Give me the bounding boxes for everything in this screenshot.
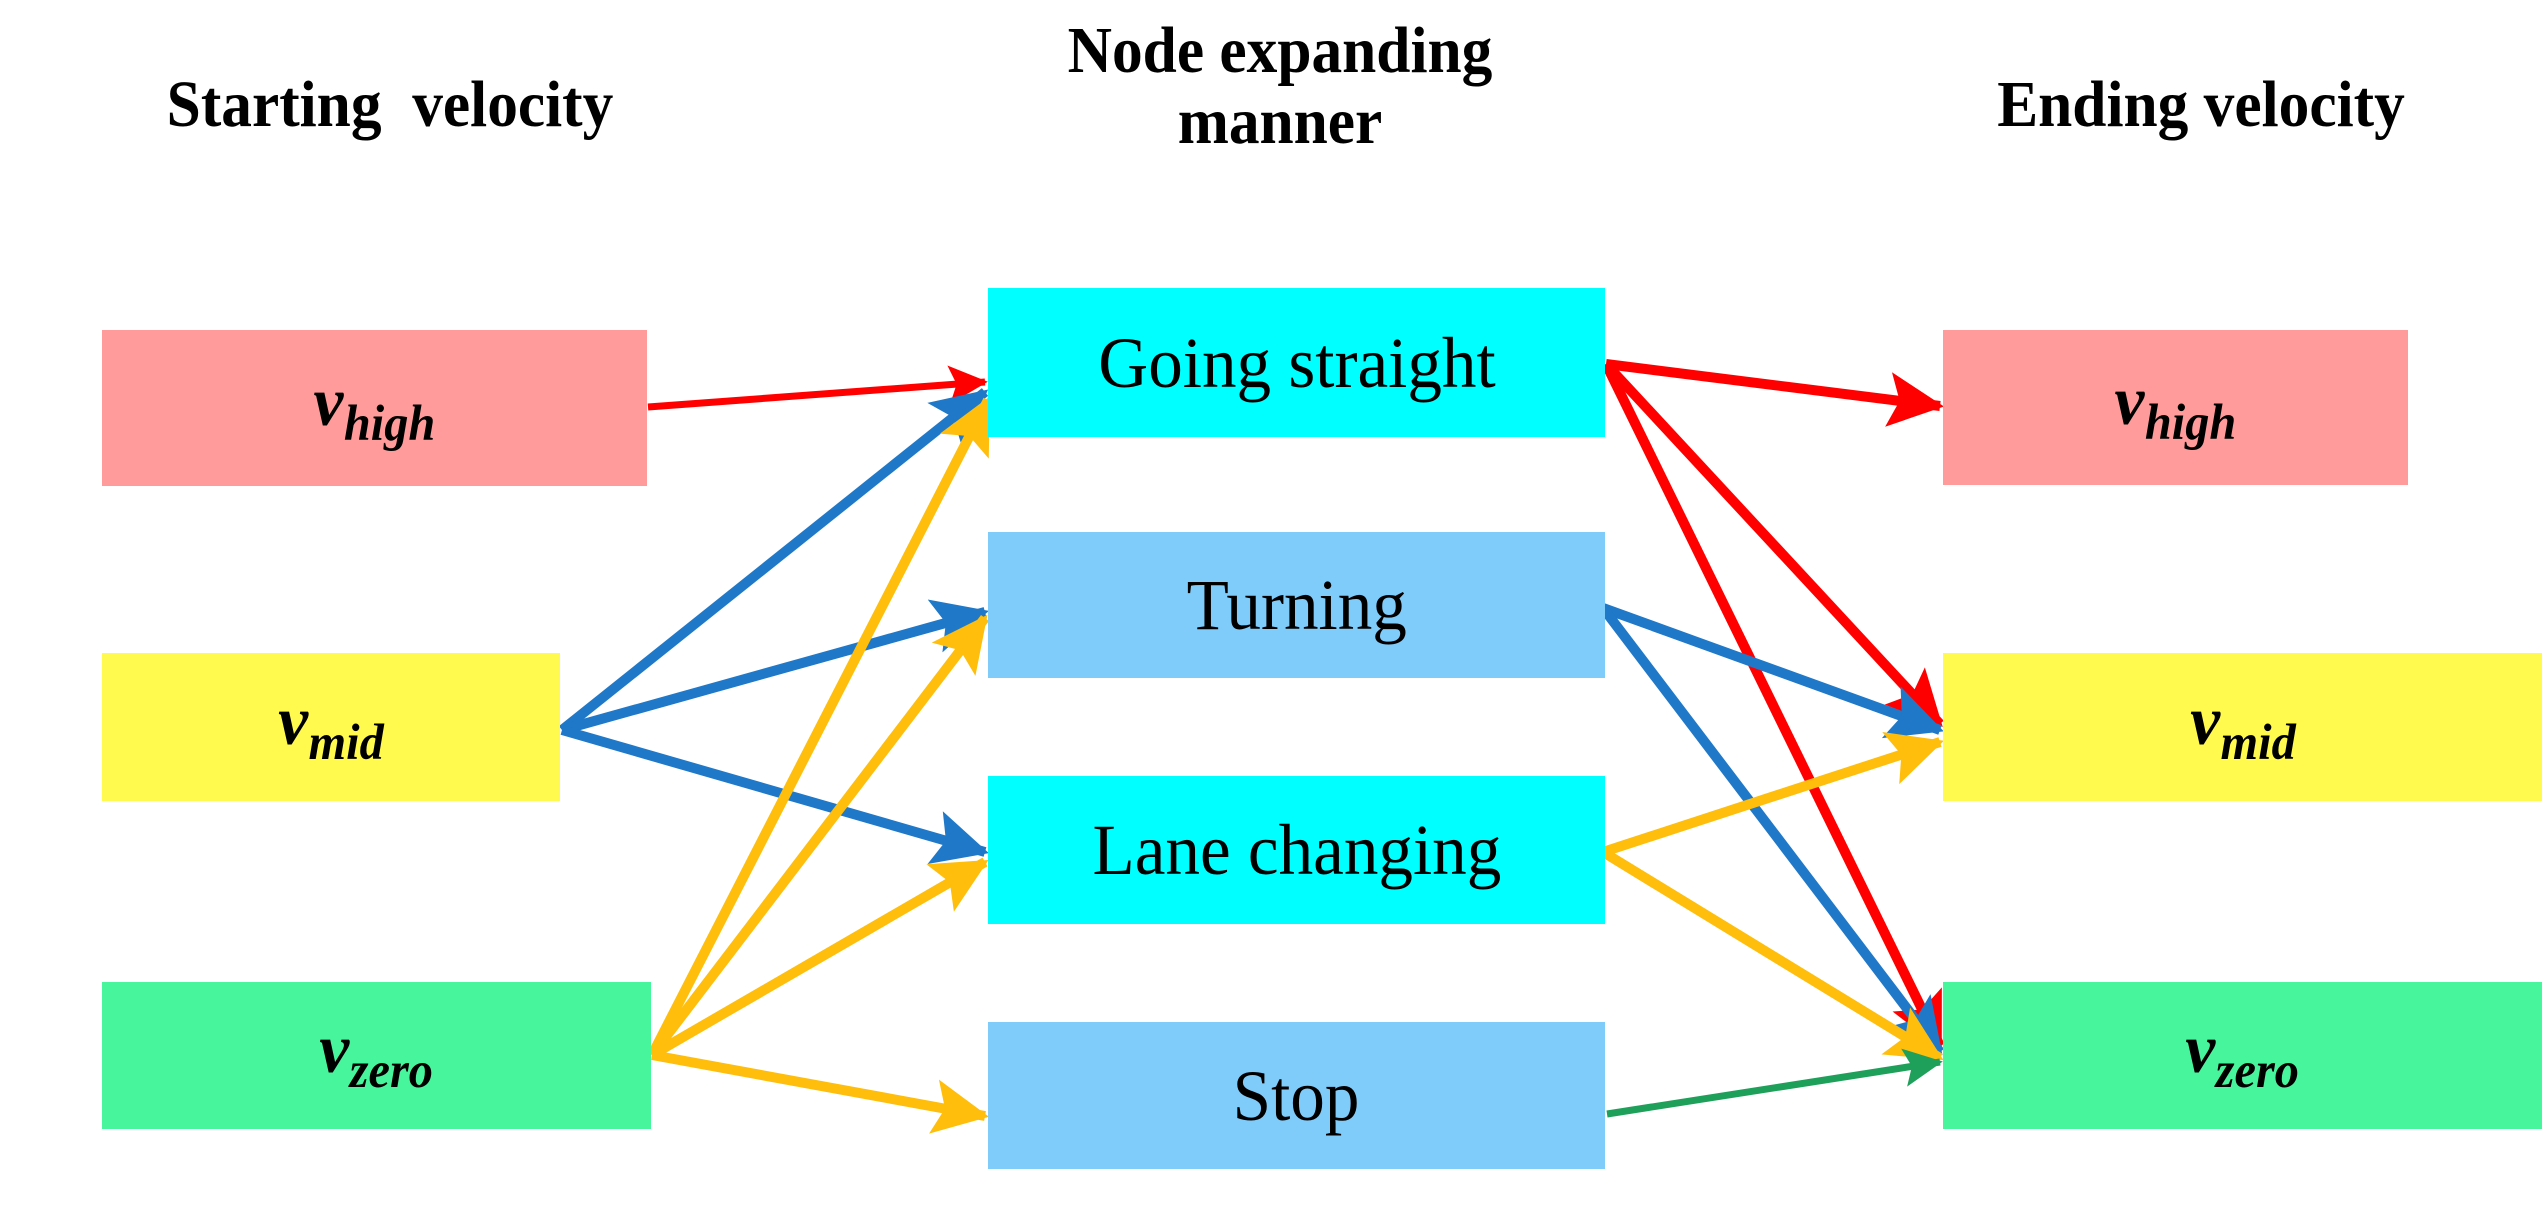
edge-vzero-to-going-straight xyxy=(647,396,993,1058)
edge-going-straight-to-vzero xyxy=(1601,361,1945,1050)
start-node-v-mid-label: vmid xyxy=(278,682,384,770)
end-node-v-mid[interactable]: vmid xyxy=(1943,653,2542,801)
edge-turning-to-vmid xyxy=(1601,603,1944,739)
edge-vzero-to-turning xyxy=(648,614,989,1059)
start-node-v-high[interactable]: vhigh xyxy=(102,330,647,486)
start-node-v-zero-label: vzero xyxy=(319,1011,434,1099)
end-node-v-mid-label: vmid xyxy=(2189,682,2296,770)
manner-node-turning-label: Turning xyxy=(1186,565,1407,645)
edge-stop-to-vzero xyxy=(1606,1048,1943,1118)
edge-turning-to-vzero xyxy=(1599,604,1944,1056)
edge-going-straight-to-vhigh xyxy=(1605,359,1945,427)
edge-vhigh-to-going-straight xyxy=(647,365,988,411)
start-node-v-zero[interactable]: vzero xyxy=(102,982,651,1129)
end-node-v-zero-label: vzero xyxy=(2185,1011,2300,1099)
manner-node-stop[interactable]: Stop xyxy=(988,1022,1605,1169)
start-node-v-mid[interactable]: vmid xyxy=(102,653,560,801)
column-header-ending-velocity: Ending velocity xyxy=(1997,68,2405,141)
manner-node-going-straight[interactable]: Going straight xyxy=(988,288,1605,437)
edge-vzero-to-stop xyxy=(651,1050,990,1134)
manner-node-lane-changing[interactable]: Lane changing xyxy=(988,776,1605,924)
edge-vzero-to-lane-changing xyxy=(649,857,989,1060)
edge-going-straight-to-vmid xyxy=(1602,360,1944,728)
end-node-v-high[interactable]: vhigh xyxy=(1943,330,2408,485)
edge-vmid-to-turning xyxy=(560,599,989,735)
edge-lane-changing-to-vmid xyxy=(1601,731,1944,857)
start-node-v-high-label: vhigh xyxy=(313,363,436,451)
column-header-starting-velocity: Starting velocity xyxy=(166,68,614,141)
manner-node-stop-label: Stop xyxy=(1233,1055,1360,1136)
edge-vmid-to-lane-changing xyxy=(560,725,989,865)
manner-node-turning[interactable]: Turning xyxy=(988,532,1605,678)
manner-node-going-straight-label: Going straight xyxy=(1097,322,1496,403)
edge-lane-changing-to-vzero xyxy=(1600,847,1944,1063)
end-node-v-zero[interactable]: vzero xyxy=(1943,982,2542,1129)
end-node-v-high-label: vhigh xyxy=(2114,363,2237,451)
manner-node-lane-changing-label: Lane changing xyxy=(1092,810,1501,890)
